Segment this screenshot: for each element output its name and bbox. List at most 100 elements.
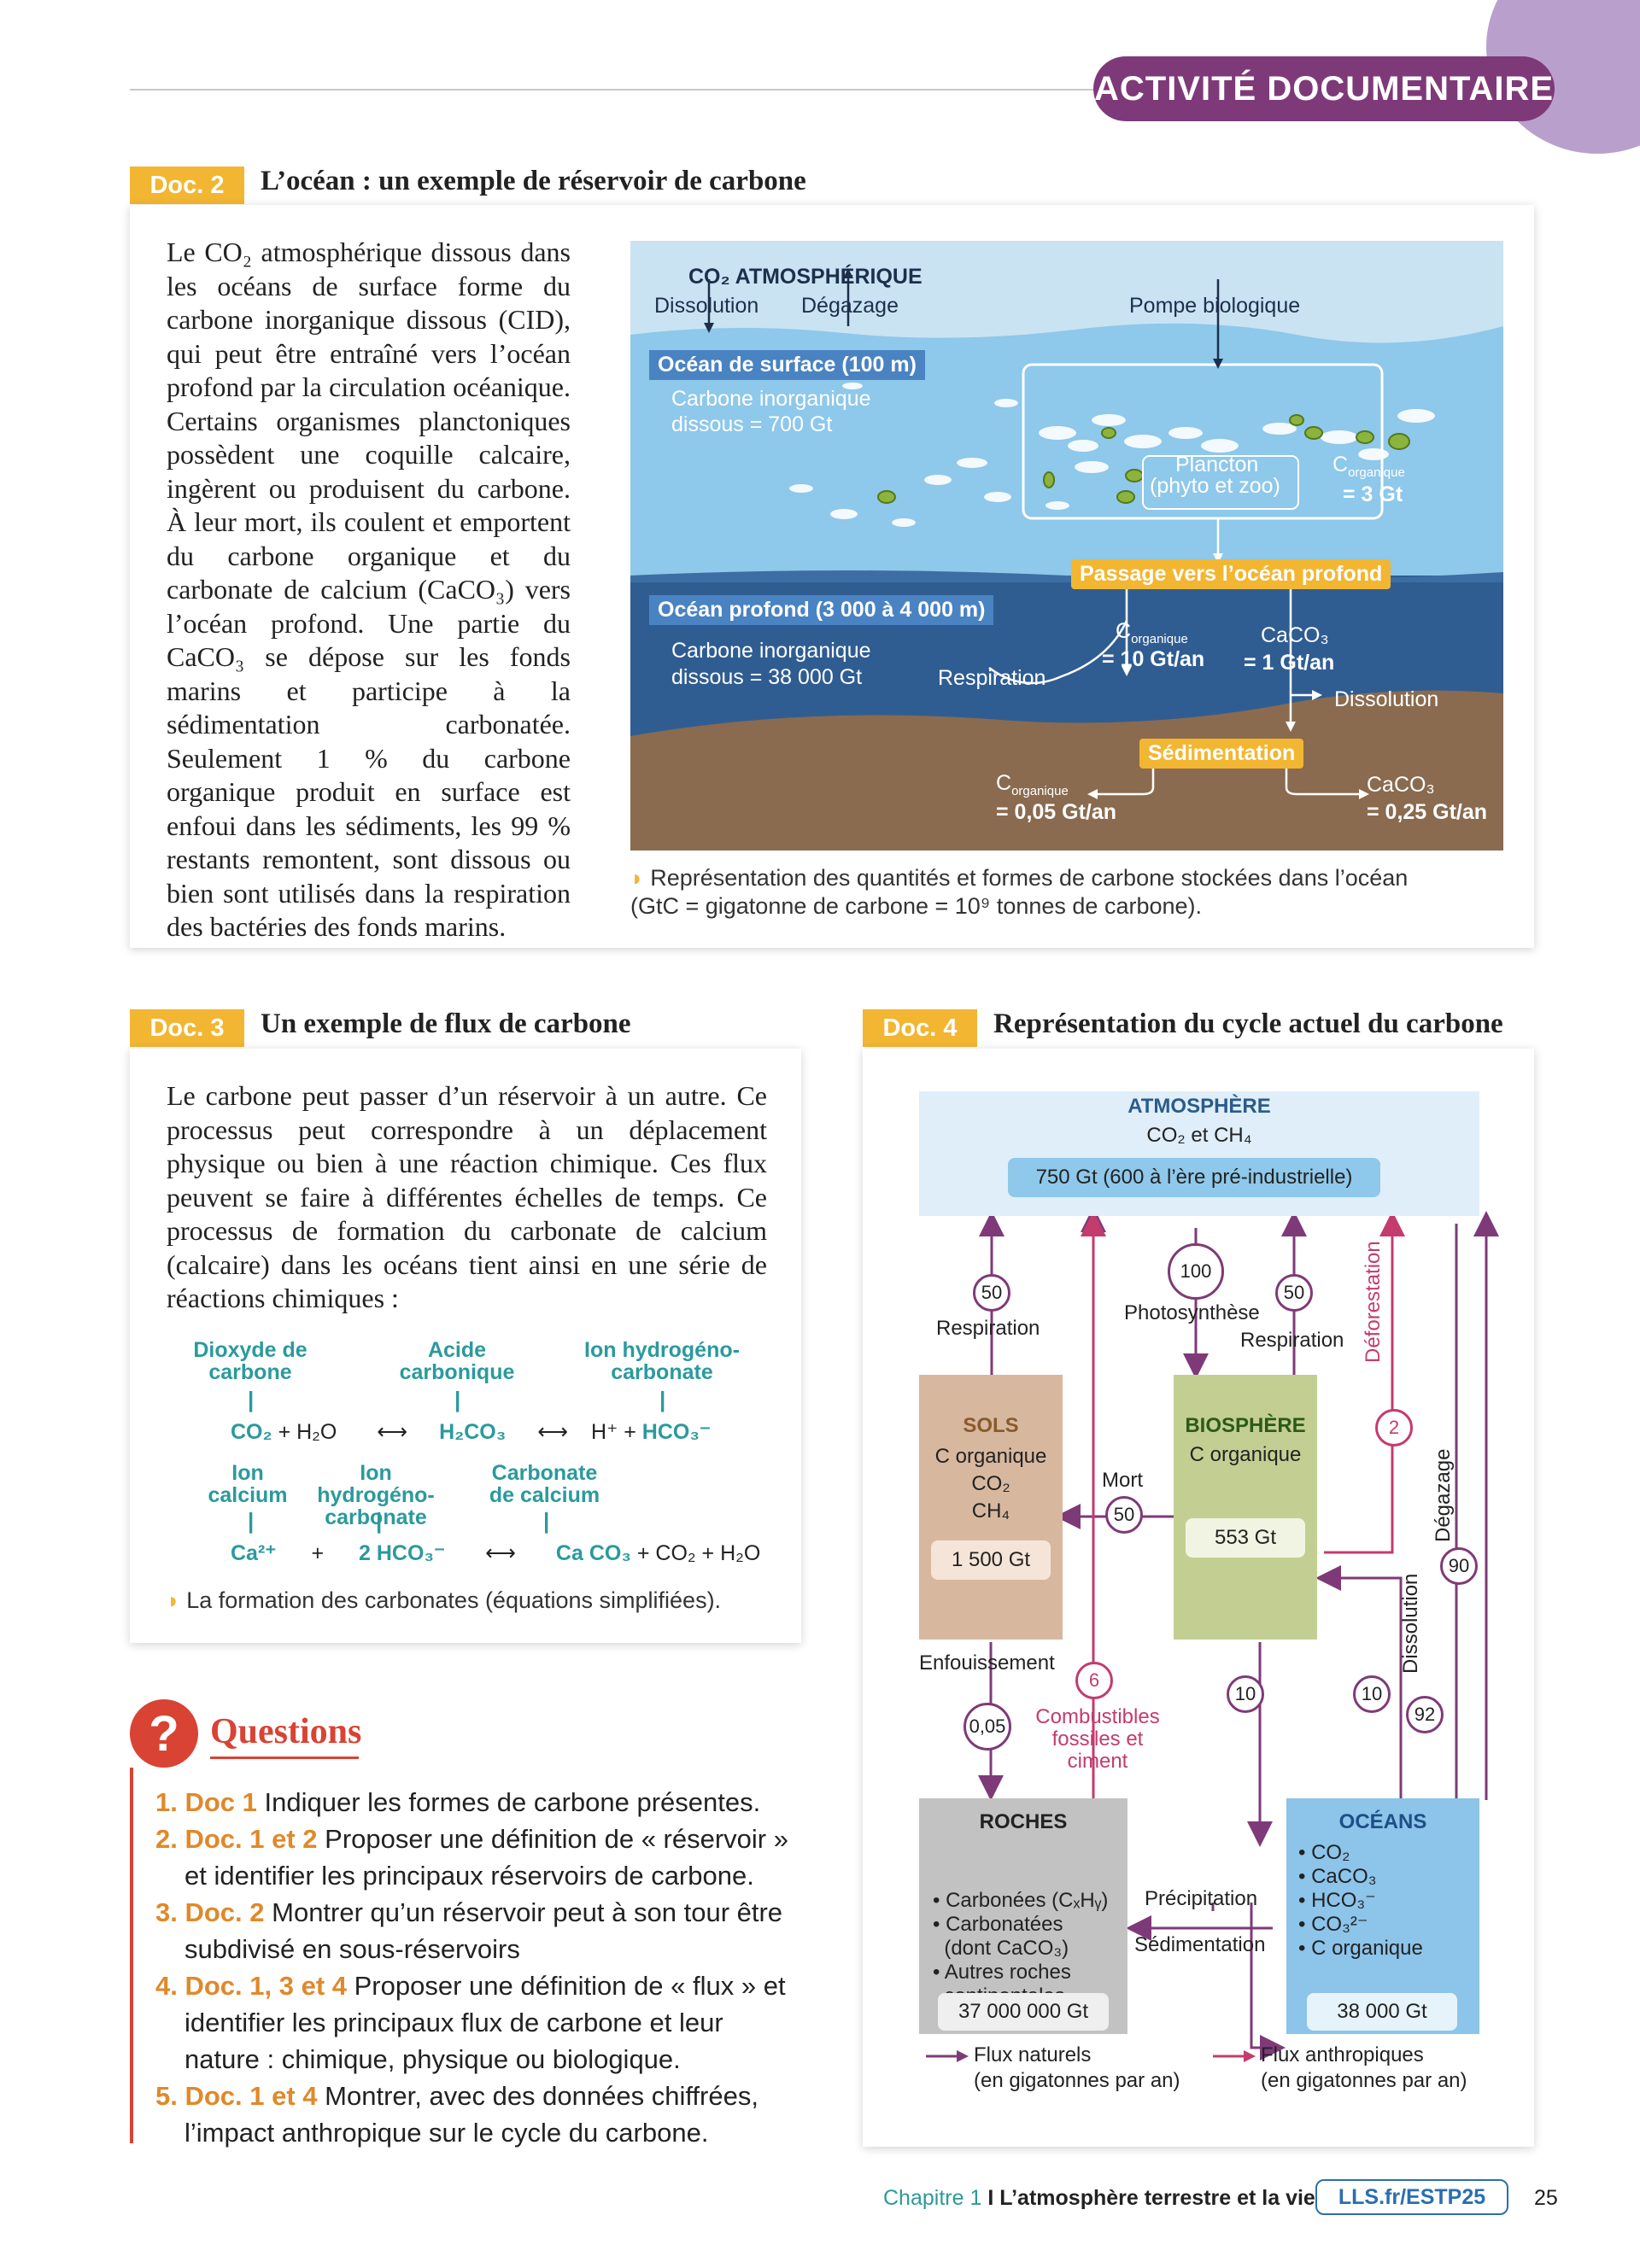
ocean-degazage-label: Dégazage xyxy=(801,294,899,318)
chem-label-ca: Ion calcium xyxy=(208,1461,288,1507)
atmosphere-title: ATMOSPHÈRE xyxy=(1128,1095,1271,1118)
questions-title-underline xyxy=(210,1757,359,1759)
question-item: 1. Doc 1 Indiquer les formes de carbone … xyxy=(155,1787,761,1817)
question-item: 4. Doc. 1, 3 et 4 Proposer une définitio… xyxy=(155,1971,786,2074)
flow-degaz: 90 xyxy=(1440,1547,1478,1585)
doc4-title: Représentation du cycle actuel du carbon… xyxy=(993,1008,1503,1039)
questions-rule xyxy=(130,1768,133,2143)
label-combustibles: Combustibles fossiles et ciment xyxy=(1035,1705,1160,1773)
label-respiration-bio: Respiration xyxy=(1240,1329,1344,1352)
corg-surface-1: Corganique xyxy=(1332,453,1405,480)
chem-label-co2: Dioxyde de carbone xyxy=(193,1338,308,1384)
label-mort: Mort xyxy=(1102,1469,1143,1492)
ocean-diagram xyxy=(630,241,1503,850)
question-item: 2. Doc. 1 et 2 Proposer une définition d… xyxy=(155,1824,788,1891)
corg-surface-2: = 3 Gt xyxy=(1343,482,1403,506)
page-number: 25 xyxy=(1534,2186,1558,2210)
ocean-dissolution2-label: Dissolution xyxy=(1334,687,1439,711)
biosphere-box xyxy=(1174,1375,1317,1640)
doc3-title: Un exemple de flux de carbone xyxy=(261,1008,631,1039)
chem-label-hco3: Ion hydrogéno-carbonate xyxy=(584,1338,740,1384)
caco3-flux-2: = 1 Gt/an xyxy=(1244,651,1335,675)
label-photosynthese: Photosynthèse xyxy=(1124,1301,1260,1324)
cid-profond-1: Carbone inorganique xyxy=(671,639,871,663)
flow-mort: 50 xyxy=(1105,1496,1143,1534)
ocean-pompe-label: Pompe biologique xyxy=(1129,294,1301,318)
header-rule xyxy=(130,89,1095,91)
cid-profond-2: dissous = 38 000 Gt xyxy=(671,665,863,689)
plancton-1: Plancton xyxy=(1175,453,1259,476)
chem-label-caco3: Carbonate de calcium xyxy=(489,1461,600,1507)
oceans-value: 38 000 Gt xyxy=(1307,1993,1457,2031)
oceans-items: • CO₂• CaCO₃• HCO₃⁻• CO₃²⁻• C organique xyxy=(1298,1841,1423,1960)
atmosphere-value: 750 Gt (600 à l’ère pré-industrielle) xyxy=(1008,1158,1380,1197)
label-enfouissement: Enfouissement xyxy=(919,1651,1055,1675)
question-item: 5. Doc. 1 et 4 Montrer, avec des données… xyxy=(155,2081,758,2148)
caco3-sed-2: = 0,25 Gt/an xyxy=(1367,800,1488,824)
doc4-tag: Doc. 4 xyxy=(863,1009,977,1047)
carbon-cycle-arrows xyxy=(978,1207,1499,2060)
doc3-card xyxy=(130,1049,801,1643)
label-deforestation: Déforestation xyxy=(1362,1241,1385,1363)
activite-badge: ACTIVITÉ DOCUMENTAIRE xyxy=(1093,56,1555,121)
chem-tick-1: | xyxy=(248,1387,255,1412)
sols-box xyxy=(919,1375,1063,1640)
caco3-flux-1: CaCO₃ xyxy=(1261,623,1329,647)
chem-tick-6: | xyxy=(543,1508,550,1534)
chem-label-h2co3: Acide carbonique xyxy=(399,1338,515,1384)
chem-label-hco3-2: Ion hydrogéno-carbonate xyxy=(317,1461,435,1529)
ocean-dissolution-label: Dissolution xyxy=(654,294,759,318)
corg-sed-2: = 0,05 Gt/an xyxy=(996,800,1117,824)
label-degazage: Dégazage xyxy=(1432,1448,1455,1542)
chem-tick-2: | xyxy=(454,1387,461,1412)
label-dissolution: Dissolution xyxy=(1399,1573,1422,1674)
corg-flux-2: = 10 Gt/an xyxy=(1102,647,1205,671)
chem-eq-2: Ca²⁺ + 2 HCO₃⁻ ⟷ Ca CO₃ + CO₂ + H₂O xyxy=(231,1541,761,1565)
ocean-atmos-label: CO₂ ATMOSPHÉRIQUE xyxy=(688,265,922,289)
flow-bio-oce: 10 xyxy=(1227,1675,1264,1713)
flow-oce-bio: 10 xyxy=(1353,1675,1391,1713)
flow-defor: 2 xyxy=(1375,1409,1413,1447)
ocean-respiration-label: Respiration xyxy=(938,666,1046,690)
ocean-surface-badge: Océan de surface (100 m) xyxy=(649,350,925,380)
flow-resp-sols: 50 xyxy=(973,1274,1010,1312)
atmosphere-sub: CO₂ et CH₄ xyxy=(1146,1124,1252,1147)
flow-dissol: 92 xyxy=(1406,1696,1444,1733)
caption-marker-icon: ◗ xyxy=(630,865,644,891)
footer-link[interactable]: LLS.fr/ESTP25 xyxy=(1315,2179,1508,2215)
flow-photo: 100 xyxy=(1168,1243,1224,1300)
questions-list: 1. Doc 1 Indiquer les formes de carbone … xyxy=(155,1784,805,2151)
doc2-title: L’océan : un exemple de réservoir de car… xyxy=(261,166,806,196)
cid-surface-1: Carbone inorganique xyxy=(671,387,871,411)
biosphere-item: C organique xyxy=(1189,1443,1302,1466)
legend-anthropic: Flux anthropiques(en gigatonnes par an) xyxy=(1261,2043,1467,2092)
biosphere-value: 553 Gt xyxy=(1186,1518,1305,1558)
sols-title: SOLS xyxy=(963,1414,1019,1437)
sols-value: 1 500 Gt xyxy=(931,1540,1051,1580)
roches-title: ROCHES xyxy=(979,1810,1068,1833)
label-precipitation: Précipitation xyxy=(1145,1887,1258,1910)
doc2-text: Le CO₂ atmosphérique dissous dans les oc… xyxy=(167,237,571,942)
caco3-sed-1: CaCO₃ xyxy=(1367,773,1435,797)
question-item: 3. Doc. 2 Montrer qu’un réservoir peut à… xyxy=(155,1897,783,1964)
doc3-tag: Doc. 3 xyxy=(130,1009,244,1047)
corg-sed-1: Corganique xyxy=(996,771,1069,798)
questions-title: Questions xyxy=(210,1712,362,1751)
footer-chapter: Chapitre 1 I L’atmosphère terrestre et l… xyxy=(883,2186,1315,2210)
doc3-text: Le carbone peut passer d’un réservoir à … xyxy=(167,1080,767,1313)
doc2-tag: Doc. 2 xyxy=(130,167,244,204)
flow-combust: 6 xyxy=(1075,1662,1113,1699)
label-sedimentation: Sédimentation xyxy=(1134,1933,1266,1956)
chem-eq-1: CO₂ + H₂O ⟷ H₂CO₃ ⟷ H⁺ + HCO₃⁻ xyxy=(231,1420,712,1444)
legend-arrows xyxy=(926,2050,1256,2062)
cid-surface-2: dissous = 700 Gt xyxy=(671,412,833,436)
corg-flux-1: Corganique xyxy=(1116,619,1188,646)
oceans-title: OCÉANS xyxy=(1338,1810,1427,1833)
caption-marker-icon: ◗ xyxy=(167,1587,180,1613)
question-icon: ? xyxy=(130,1699,198,1768)
plancton-2: (phyto et zoo) xyxy=(1150,474,1280,498)
biosphere-title: BIOSPHÈRE xyxy=(1185,1414,1306,1437)
doc2-caption: ◗ Représentation des quantités et formes… xyxy=(630,865,1409,919)
ocean-profond-badge: Océan profond (3 000 à 4 000 m) xyxy=(649,595,994,625)
